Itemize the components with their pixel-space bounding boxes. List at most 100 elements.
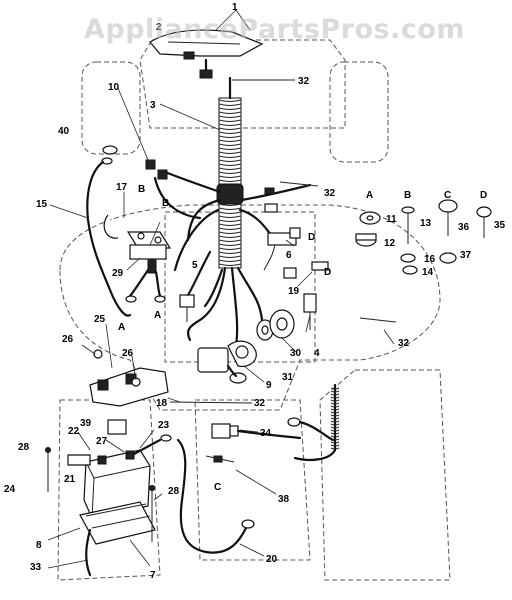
switches — [179, 227, 329, 330]
relay-connectors — [145, 159, 278, 213]
callout-22: 22 — [68, 426, 80, 437]
lead-winding — [330, 399, 340, 402]
coil-winding — [218, 231, 242, 234]
coil-winding — [218, 107, 242, 110]
fuel-solenoid-plug — [211, 423, 302, 440]
battery — [79, 449, 156, 545]
coil-winding — [218, 139, 242, 142]
callout-17: 17 — [116, 182, 128, 193]
callout-a2: A — [154, 310, 161, 321]
seat-switch-lead — [287, 383, 340, 461]
callout-28a: 28 — [18, 442, 30, 453]
coil-winding — [218, 211, 242, 214]
callout-c: C — [214, 482, 221, 493]
callout-23: 23 — [158, 420, 170, 431]
legend-header-d: D — [480, 190, 487, 201]
wiring-harness-coil — [216, 76, 244, 269]
lead-winding — [330, 396, 340, 399]
callout-38: 38 — [278, 494, 290, 505]
callout-4: 4 — [314, 348, 320, 359]
callout-32d: 32 — [398, 338, 410, 349]
ground-wire — [86, 145, 132, 317]
starter-solenoid — [103, 214, 172, 303]
callout-labels: 1 2 3 32 10 40 15 17 B B 29 5 A A 6 D 19… — [4, 2, 506, 581]
callout-1: 1 — [232, 2, 238, 13]
coil-winding — [218, 255, 242, 258]
lead-winding — [330, 390, 340, 393]
leader-lines — [47, 9, 395, 569]
coil-winding — [218, 135, 242, 138]
lead-winding — [330, 402, 340, 405]
callout-30: 30 — [290, 348, 302, 359]
callout-29: 29 — [112, 268, 124, 279]
coil-winding — [218, 251, 242, 254]
coil-winding — [218, 99, 242, 102]
watermark: AppliancePartsPros.com — [84, 14, 466, 45]
lead-winding — [330, 429, 340, 432]
coil-winding — [218, 179, 242, 182]
coil-winding — [218, 155, 242, 158]
pto-switch-assembly — [197, 309, 295, 384]
coil-winding — [218, 111, 242, 114]
callout-28b: 28 — [168, 486, 180, 497]
callout-24: 24 — [4, 484, 16, 495]
callout-15: 15 — [36, 199, 48, 210]
callout-8: 8 — [36, 540, 42, 551]
coil-winding — [218, 175, 242, 178]
lead-winding — [330, 441, 340, 444]
coil-winding — [218, 143, 242, 146]
lead-winding — [330, 387, 340, 390]
legend-header-b: B — [404, 190, 411, 201]
callout-26b: 26 — [122, 348, 134, 359]
callout-18: 18 — [156, 398, 168, 409]
coil-winding — [218, 215, 242, 218]
lead-winding — [330, 420, 340, 423]
legend-num-13: 13 — [420, 218, 432, 229]
callout-21: 21 — [64, 474, 76, 485]
lead-winding — [330, 411, 340, 414]
callout-20: 20 — [266, 554, 278, 565]
coil-winding — [218, 147, 242, 150]
lead-winding — [330, 417, 340, 420]
coil-winding — [218, 151, 242, 154]
coil-winding — [218, 219, 242, 222]
legend-num-12: 12 — [384, 238, 396, 249]
coil-winding — [218, 103, 242, 106]
key-switch-assembly — [149, 29, 264, 79]
callout-25: 25 — [94, 314, 106, 325]
callout-32c: 32 — [324, 188, 336, 199]
callout-a1: A — [118, 322, 125, 333]
lead-winding — [330, 405, 340, 408]
callout-32: 32 — [298, 76, 310, 87]
lead-winding — [330, 432, 340, 435]
coil-winding — [218, 159, 242, 162]
callout-7: 7 — [150, 570, 156, 581]
callout-10: 10 — [108, 82, 120, 93]
legend-num-14: 14 — [422, 267, 434, 278]
coil-winding — [218, 167, 242, 170]
callout-19: 19 — [288, 286, 300, 297]
callout-40: 40 — [58, 126, 70, 137]
legend-num-36: 36 — [458, 222, 470, 233]
coil-winding — [218, 207, 242, 210]
callout-b1: B — [138, 184, 145, 195]
callout-6: 6 — [286, 250, 292, 261]
coil-winding — [218, 127, 242, 130]
coil-winding — [218, 227, 242, 230]
legend-num-37: 37 — [460, 250, 472, 261]
lead-winding — [330, 426, 340, 429]
lead-winding — [330, 444, 340, 447]
coil-winding — [218, 223, 242, 226]
coil-winding — [218, 239, 242, 242]
legend-header-a: A — [366, 190, 373, 201]
coil-winding — [218, 115, 242, 118]
cable-ties — [93, 79, 397, 463]
bolts — [45, 447, 155, 542]
coil-winding — [218, 243, 242, 246]
callout-27: 27 — [96, 436, 108, 447]
coil-winding — [218, 263, 242, 266]
legend-num-11: 11 — [386, 214, 397, 225]
coil-winding — [218, 131, 242, 134]
callout-b2: B — [162, 198, 169, 209]
